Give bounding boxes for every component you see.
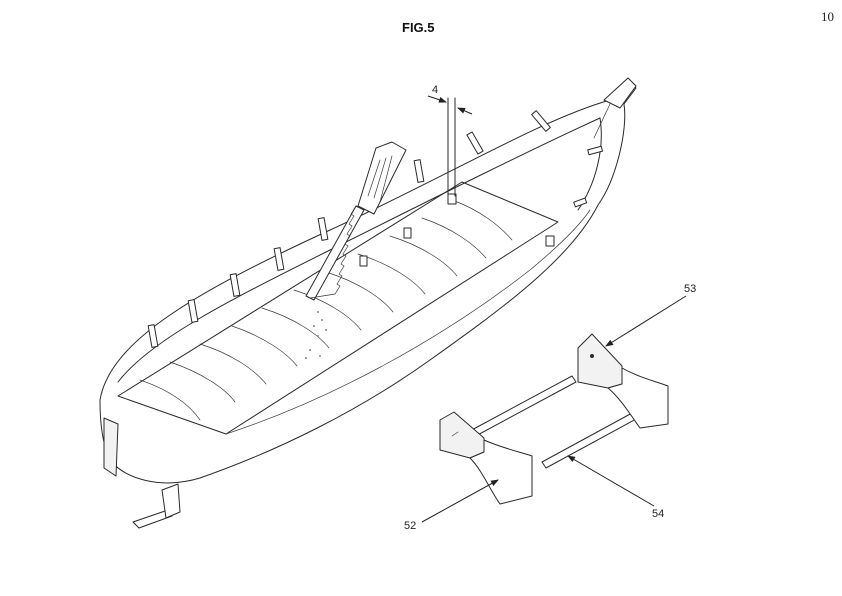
callout-53: 53 xyxy=(684,283,697,295)
boat-hull xyxy=(99,77,637,529)
display-stand xyxy=(439,333,669,505)
page-number: 10 xyxy=(821,9,834,24)
hand-saw xyxy=(305,141,407,359)
callout-52: 52 xyxy=(404,520,417,532)
figure-title: FIG.5 xyxy=(402,20,435,35)
callout-dimension: 4 xyxy=(432,84,439,96)
leader-lines xyxy=(421,295,687,523)
dimension-marker xyxy=(427,95,473,197)
callout-54: 54 xyxy=(652,508,665,520)
